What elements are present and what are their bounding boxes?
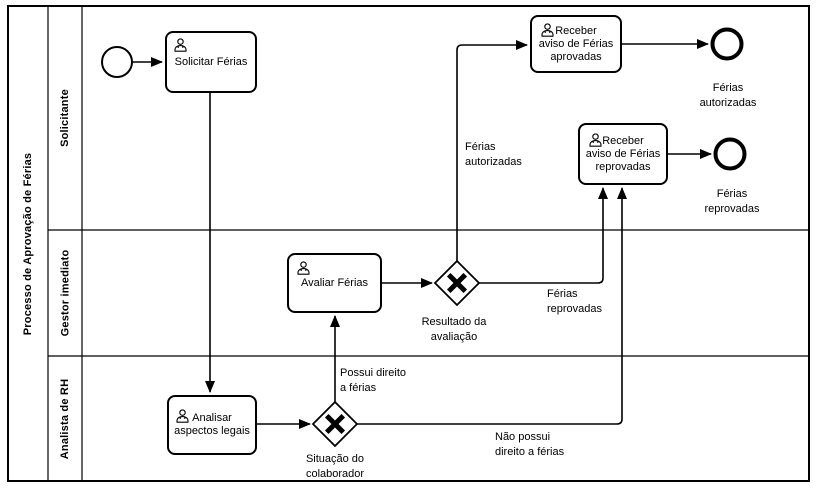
task-label: Receber [555, 24, 597, 37]
lane-gestor-imediato: Gestor imediato [48, 230, 82, 356]
task-label: Avaliar Férias [300, 276, 369, 289]
pool-header: Processo de Aprovação de Férias [8, 6, 48, 481]
flow-label-ferias-reprovadas: Férias reprovadas [547, 288, 603, 315]
task-label: reprovadas [595, 160, 651, 173]
gateway-situacao-colaborador[interactable] [311, 400, 359, 448]
task-analisar-aspectos-legais[interactable]: Analisar aspectos legais [167, 395, 257, 455]
end-event-ferias-reprovadas[interactable] [713, 137, 747, 171]
user-icon [173, 38, 188, 56]
task-avaliar-ferias[interactable]: Avaliar Férias [287, 253, 382, 313]
gateway-label-situacao-colaborador: Situação do colaborador [305, 453, 365, 480]
end-event-ferias-autorizadas[interactable] [710, 27, 744, 61]
lane-analista-rh: Analista de RH [48, 356, 82, 481]
task-label: aprovadas [550, 50, 602, 63]
user-icon [540, 23, 555, 41]
task-label: Analisar [192, 412, 232, 424]
gateway-label-resultado-avaliacao: Resultado da avaliação [421, 316, 487, 343]
task-receber-aviso-ferias-reprovadas[interactable]: Receber aviso de Férias reprovadas [578, 123, 668, 185]
pool-title: Processo de Aprovação de Férias [22, 152, 35, 335]
task-label: Receber [602, 134, 644, 147]
task-solicitar-ferias[interactable]: Solicitar Férias [165, 31, 257, 93]
flow-label-possui-direito: Possui direito a férias [340, 367, 407, 394]
user-icon [588, 133, 603, 151]
lane-label: Analista de RH [59, 378, 71, 459]
flow-ferias-reprovadas [479, 187, 608, 284]
event-label-ferias-autorizadas: Férias autorizadas [699, 82, 757, 109]
x-mark-icon [446, 272, 468, 294]
task-receber-aviso-ferias-aprovadas[interactable]: Receber aviso de Férias aprovadas [530, 15, 622, 73]
start-event[interactable] [101, 46, 133, 78]
gateway-resultado-avaliacao[interactable] [433, 259, 481, 307]
user-icon [175, 409, 190, 427]
flow-label-ferias-autorizadas: Férias autorizadas [465, 141, 522, 168]
lane-label: Gestor imediato [59, 249, 71, 337]
x-mark-icon [324, 413, 346, 435]
task-label: aviso de Férias [538, 37, 614, 50]
flow-ferias-autorizadas [456, 40, 528, 261]
task-label: Solicitar Férias [174, 55, 248, 68]
lane-solicitante: Solicitante [48, 6, 82, 230]
lane-label: Solicitante [59, 89, 72, 147]
event-label-ferias-reprovadas: Férias reprovadas [704, 188, 760, 215]
pool-frame [7, 5, 810, 482]
user-icon [296, 261, 311, 279]
flow-label-nao-possui-direito: Não possui direito a férias [495, 431, 565, 458]
task-label: aviso de Férias [585, 147, 661, 160]
task-label: aspectos legais [174, 425, 250, 437]
flow-nao-possui-direito [357, 187, 627, 425]
